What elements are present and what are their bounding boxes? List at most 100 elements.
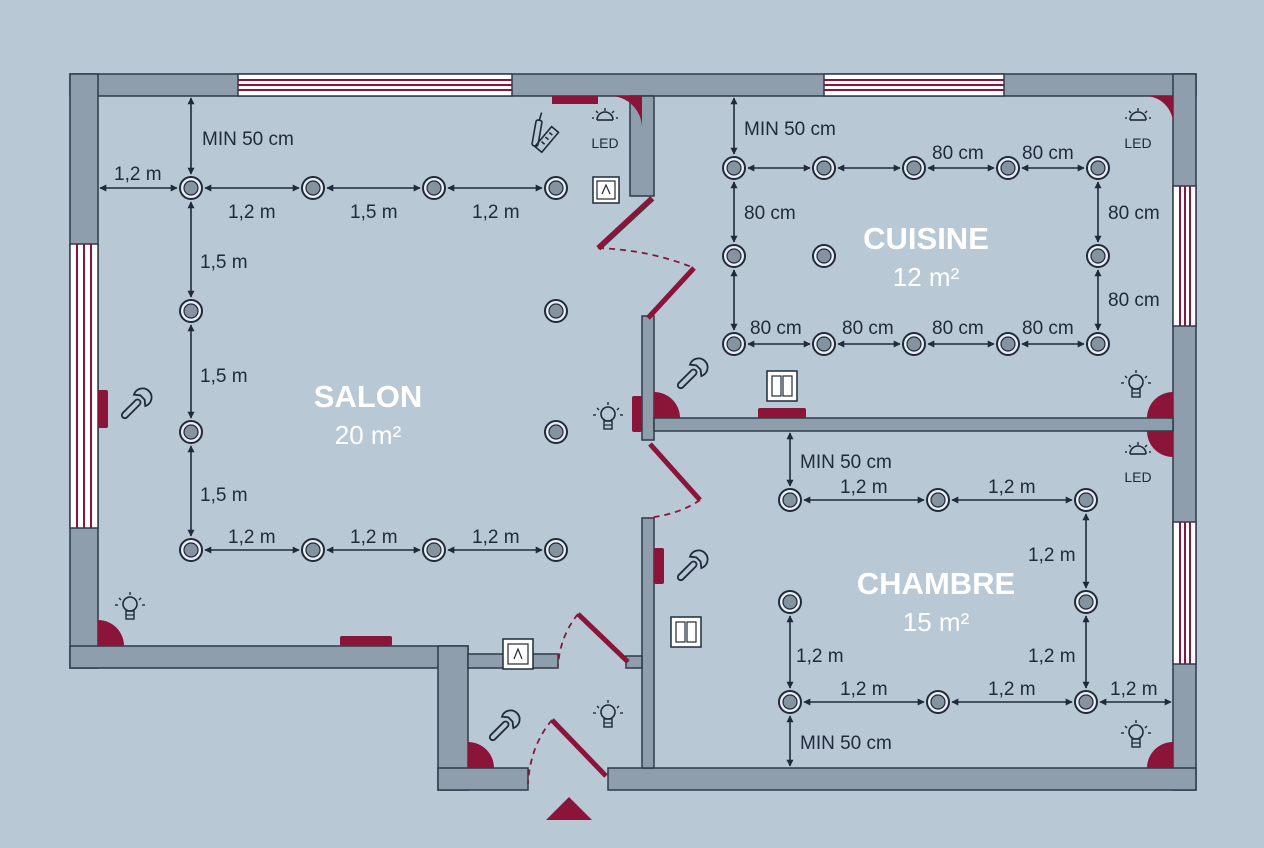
recessed-spotlight-icon [544,420,568,444]
wall-hall-door-stub [625,655,643,669]
led-light-icon: LED [1124,108,1152,151]
switch-icons [502,176,798,670]
window-left-salon [69,243,99,529]
recessed-spotlight-icon [812,156,836,180]
light-bulb-icon [1121,370,1151,398]
room-labels: SALON 20 m² CUISINE 12 m² CHAMBRE 15 m² [314,221,1015,637]
recessed-spotlight-icon [996,332,1020,356]
dim-label: 1,2 m [840,477,888,498]
recessed-spotlight-icon [926,690,950,714]
dim-label: 80 cm [932,143,984,164]
bulb-icons [115,370,1151,748]
dimension-arrows [99,97,1172,767]
dim-label: 1,2 m [472,202,520,223]
dim-label: 1,2 m [472,527,520,548]
door-hall-inner [557,612,630,667]
dim-label: 80 cm [1108,203,1160,224]
recessed-spotlight-icon [179,176,203,200]
dim-label: MIN 50 cm [800,452,892,473]
wall-salon-bottom [69,645,469,669]
recessed-spotlight-icon [179,538,203,562]
wall-right [1172,73,1197,791]
room-area-chambre: 15 m² [903,607,970,637]
dim-label: 80 cm [750,318,802,339]
led-icons: LED LED LED [591,108,1152,485]
recessed-spotlight-icon [778,590,802,614]
dim-label: 1,2 m [988,477,1036,498]
outlet-accent [654,548,664,584]
dim-label: 1,2 m [350,527,398,548]
recessed-spotlight-icon [722,244,746,268]
window-right-chambre [1172,521,1197,665]
corner-accent [598,96,642,128]
corner-accent [468,742,494,768]
room-area-salon: 20 m² [335,420,402,450]
recessed-spotlight-icon [778,488,802,512]
corner-accent [98,620,124,646]
room-name-chambre: CHAMBRE [857,566,1015,601]
corner-accent [1145,96,1173,124]
recessed-spotlight-icon [1074,690,1098,714]
double-switch-icon [670,616,702,648]
doors [527,196,702,785]
led-light-icon: LED [591,108,619,151]
recessed-spotlight-icon [301,176,325,200]
light-switch-icon [502,638,534,670]
dim-label: 1,2 m [796,646,844,667]
dim-label: 1,2 m [1028,545,1076,566]
light-bulb-icon [593,402,623,430]
led-label: LED [591,135,618,151]
dim-label: 80 cm [932,318,984,339]
corner-accent [1147,392,1173,418]
recessed-spotlight-icon [422,176,446,200]
recessed-spotlight-icon [179,420,203,444]
dim-label: 1,2 m [228,202,276,223]
recessed-spotlight-icon [1086,244,1110,268]
wall-cuisine-chambre [653,417,1174,432]
door-salon-cuisine [596,196,696,320]
room-area-cuisine: 12 m² [893,262,960,292]
light-switch-icon [592,176,620,204]
entrance-arrow-icon [546,797,592,820]
dim-label: MIN 50 cm [800,733,892,754]
dim-label: 1,2 m [1110,679,1158,700]
wrench-icons [120,357,709,742]
recessed-spotlight-icon [1086,156,1110,180]
outlet-accent [632,396,642,432]
corner-accent [1147,431,1173,457]
dim-label: 1,5 m [350,202,398,223]
window-top-salon [237,73,513,97]
dim-label: 1,2 m [840,679,888,700]
recessed-spotlight-icon [1074,590,1098,614]
led-label: LED [1124,469,1151,485]
room-name-salon: SALON [314,379,423,414]
room-name-cuisine: CUISINE [863,221,989,256]
dim-label: 1,5 m [200,485,248,506]
recessed-spotlight-icon [778,690,802,714]
wrench-icon [120,387,153,420]
light-bulb-icon [115,592,145,620]
light-bulb-icon [593,700,623,728]
dim-label: 80 cm [1108,290,1160,311]
wrench-icon [676,549,709,582]
recessed-spotlight-icon [996,156,1020,180]
dim-label: 1,2 m [228,527,276,548]
screwdriver-ruler-icon [531,112,560,154]
wall-bottom-left-seg [437,767,529,791]
recessed-spotlight-icon [301,538,325,562]
recessed-spotlight-icon [722,156,746,180]
window-top-cuisine [823,73,1005,97]
led-label: LED [1124,135,1151,151]
recessed-spotlight-icon [902,156,926,180]
dim-label: 1,2 m [1028,646,1076,667]
door-entrance [527,718,608,785]
dim-label: 80 cm [744,203,796,224]
door-salon-chambre [647,442,702,519]
outlet-accent [340,636,392,646]
wrench-icon [488,709,521,742]
recessed-spotlight-icon [1074,488,1098,512]
recessed-spotlight-icon [422,538,446,562]
recessed-spotlight-icon [722,332,746,356]
recessed-spotlight-icon [812,332,836,356]
dim-label: MIN 50 cm [202,129,294,150]
